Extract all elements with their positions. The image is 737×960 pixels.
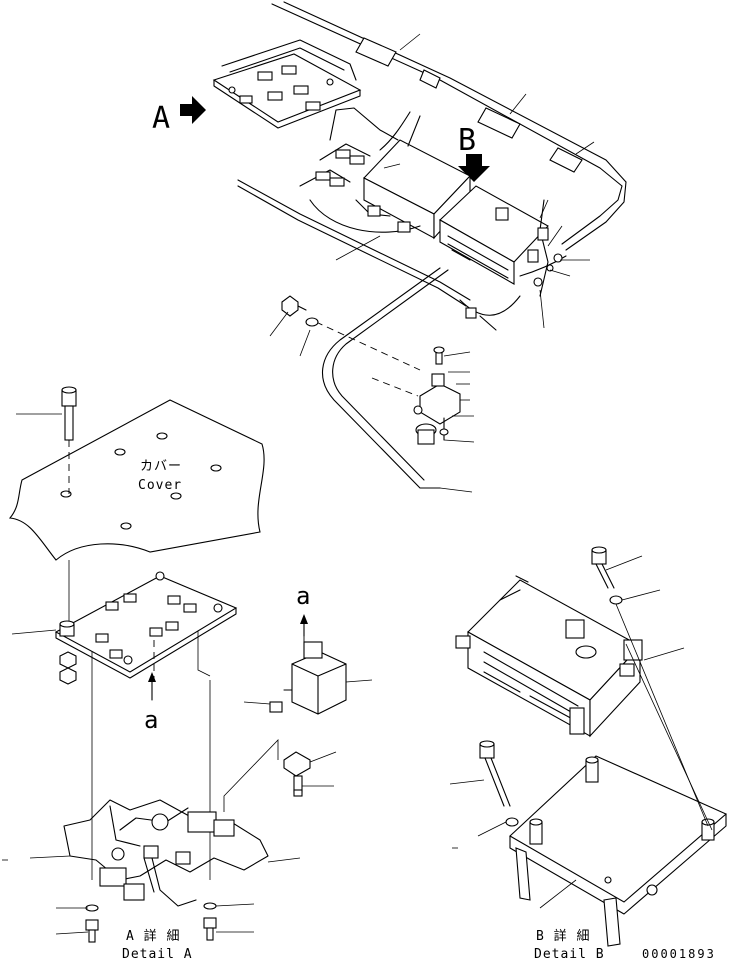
harness-connectors bbox=[299, 107, 421, 233]
right-harness bbox=[459, 199, 567, 331]
controller-bolt-lower bbox=[479, 740, 519, 827]
detail-a-title-en: Detail A bbox=[122, 947, 193, 960]
relay-bracket-lower bbox=[223, 739, 311, 812]
controller-bolt-top bbox=[591, 546, 623, 605]
controller-plate bbox=[212, 39, 362, 129]
bolt-washer-top bbox=[281, 295, 319, 327]
cover-plate bbox=[8, 399, 265, 561]
rail-clip-1 bbox=[355, 37, 441, 89]
detail-b-title-en: Detail B bbox=[534, 947, 605, 960]
view-b-label: B bbox=[458, 123, 476, 158]
controller-unit-detail bbox=[455, 575, 643, 738]
connector-base-plate bbox=[54, 571, 238, 680]
view-a-arrow bbox=[180, 96, 206, 124]
lower-harness bbox=[315, 267, 449, 489]
relay-harness bbox=[63, 799, 269, 907]
view-a-label: A bbox=[152, 101, 170, 136]
controller-mounting-bracket bbox=[509, 755, 728, 947]
ref-a-lower: a bbox=[144, 706, 158, 734]
leader-lines-detail-a bbox=[2, 413, 373, 935]
detail-a-title-jp: A 詳 細 bbox=[126, 928, 180, 944]
leader-lines-top bbox=[269, 33, 595, 493]
rail-clip-3 bbox=[549, 147, 583, 173]
controller-unit-top bbox=[363, 139, 549, 285]
detail-b: B 詳 細 Detail B bbox=[449, 546, 728, 960]
leader-lines-detail-b bbox=[449, 555, 685, 909]
main-assembly: A B bbox=[152, 1, 627, 493]
view-b-arrow bbox=[458, 154, 490, 182]
ref-a-upper: a bbox=[296, 582, 310, 610]
relay-block bbox=[269, 614, 347, 715]
rail-clip-2 bbox=[477, 107, 521, 139]
detail-a: カバー Cover bbox=[2, 386, 373, 960]
relay-bracket bbox=[413, 346, 461, 445]
cover-label-en: Cover bbox=[138, 478, 182, 493]
cover-bolt bbox=[61, 386, 77, 494]
detail-b-title-jp: B 詳 細 bbox=[536, 928, 590, 944]
plate-nuts bbox=[59, 651, 77, 685]
drawing-number: 00001893 bbox=[642, 947, 716, 960]
cover-label-jp: カバー bbox=[140, 459, 182, 474]
